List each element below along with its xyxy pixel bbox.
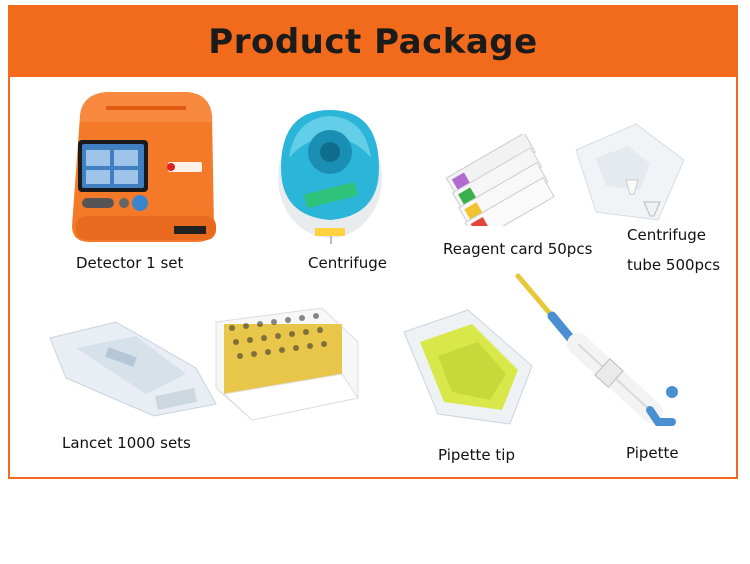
centrifuge-image xyxy=(275,98,385,246)
tube-rack-image xyxy=(212,302,362,424)
lancet-label: Lancet 1000 sets xyxy=(62,434,191,452)
reagent-card-image xyxy=(436,134,556,226)
centrifuge-label: Centrifuge xyxy=(308,254,387,272)
pipette-tip-image xyxy=(398,306,538,428)
reagent-card-label: Reagent card 50pcs xyxy=(443,240,593,258)
page-title: Product Package xyxy=(208,22,538,62)
detector-label: Detector 1 set xyxy=(76,254,184,272)
detector-image xyxy=(62,86,222,246)
pipette-label: Pipette xyxy=(626,444,679,462)
pipette-tip-label: Pipette tip xyxy=(438,446,515,464)
centrifuge-tube-label-line1: Centrifuge xyxy=(627,226,706,244)
title-banner: Product Package xyxy=(10,7,736,77)
lancet-image xyxy=(46,308,222,420)
pipette-image xyxy=(512,272,682,440)
centrifuge-tube-image xyxy=(566,120,688,224)
centrifuge-tube-label-line2: tube 500pcs xyxy=(627,256,721,274)
